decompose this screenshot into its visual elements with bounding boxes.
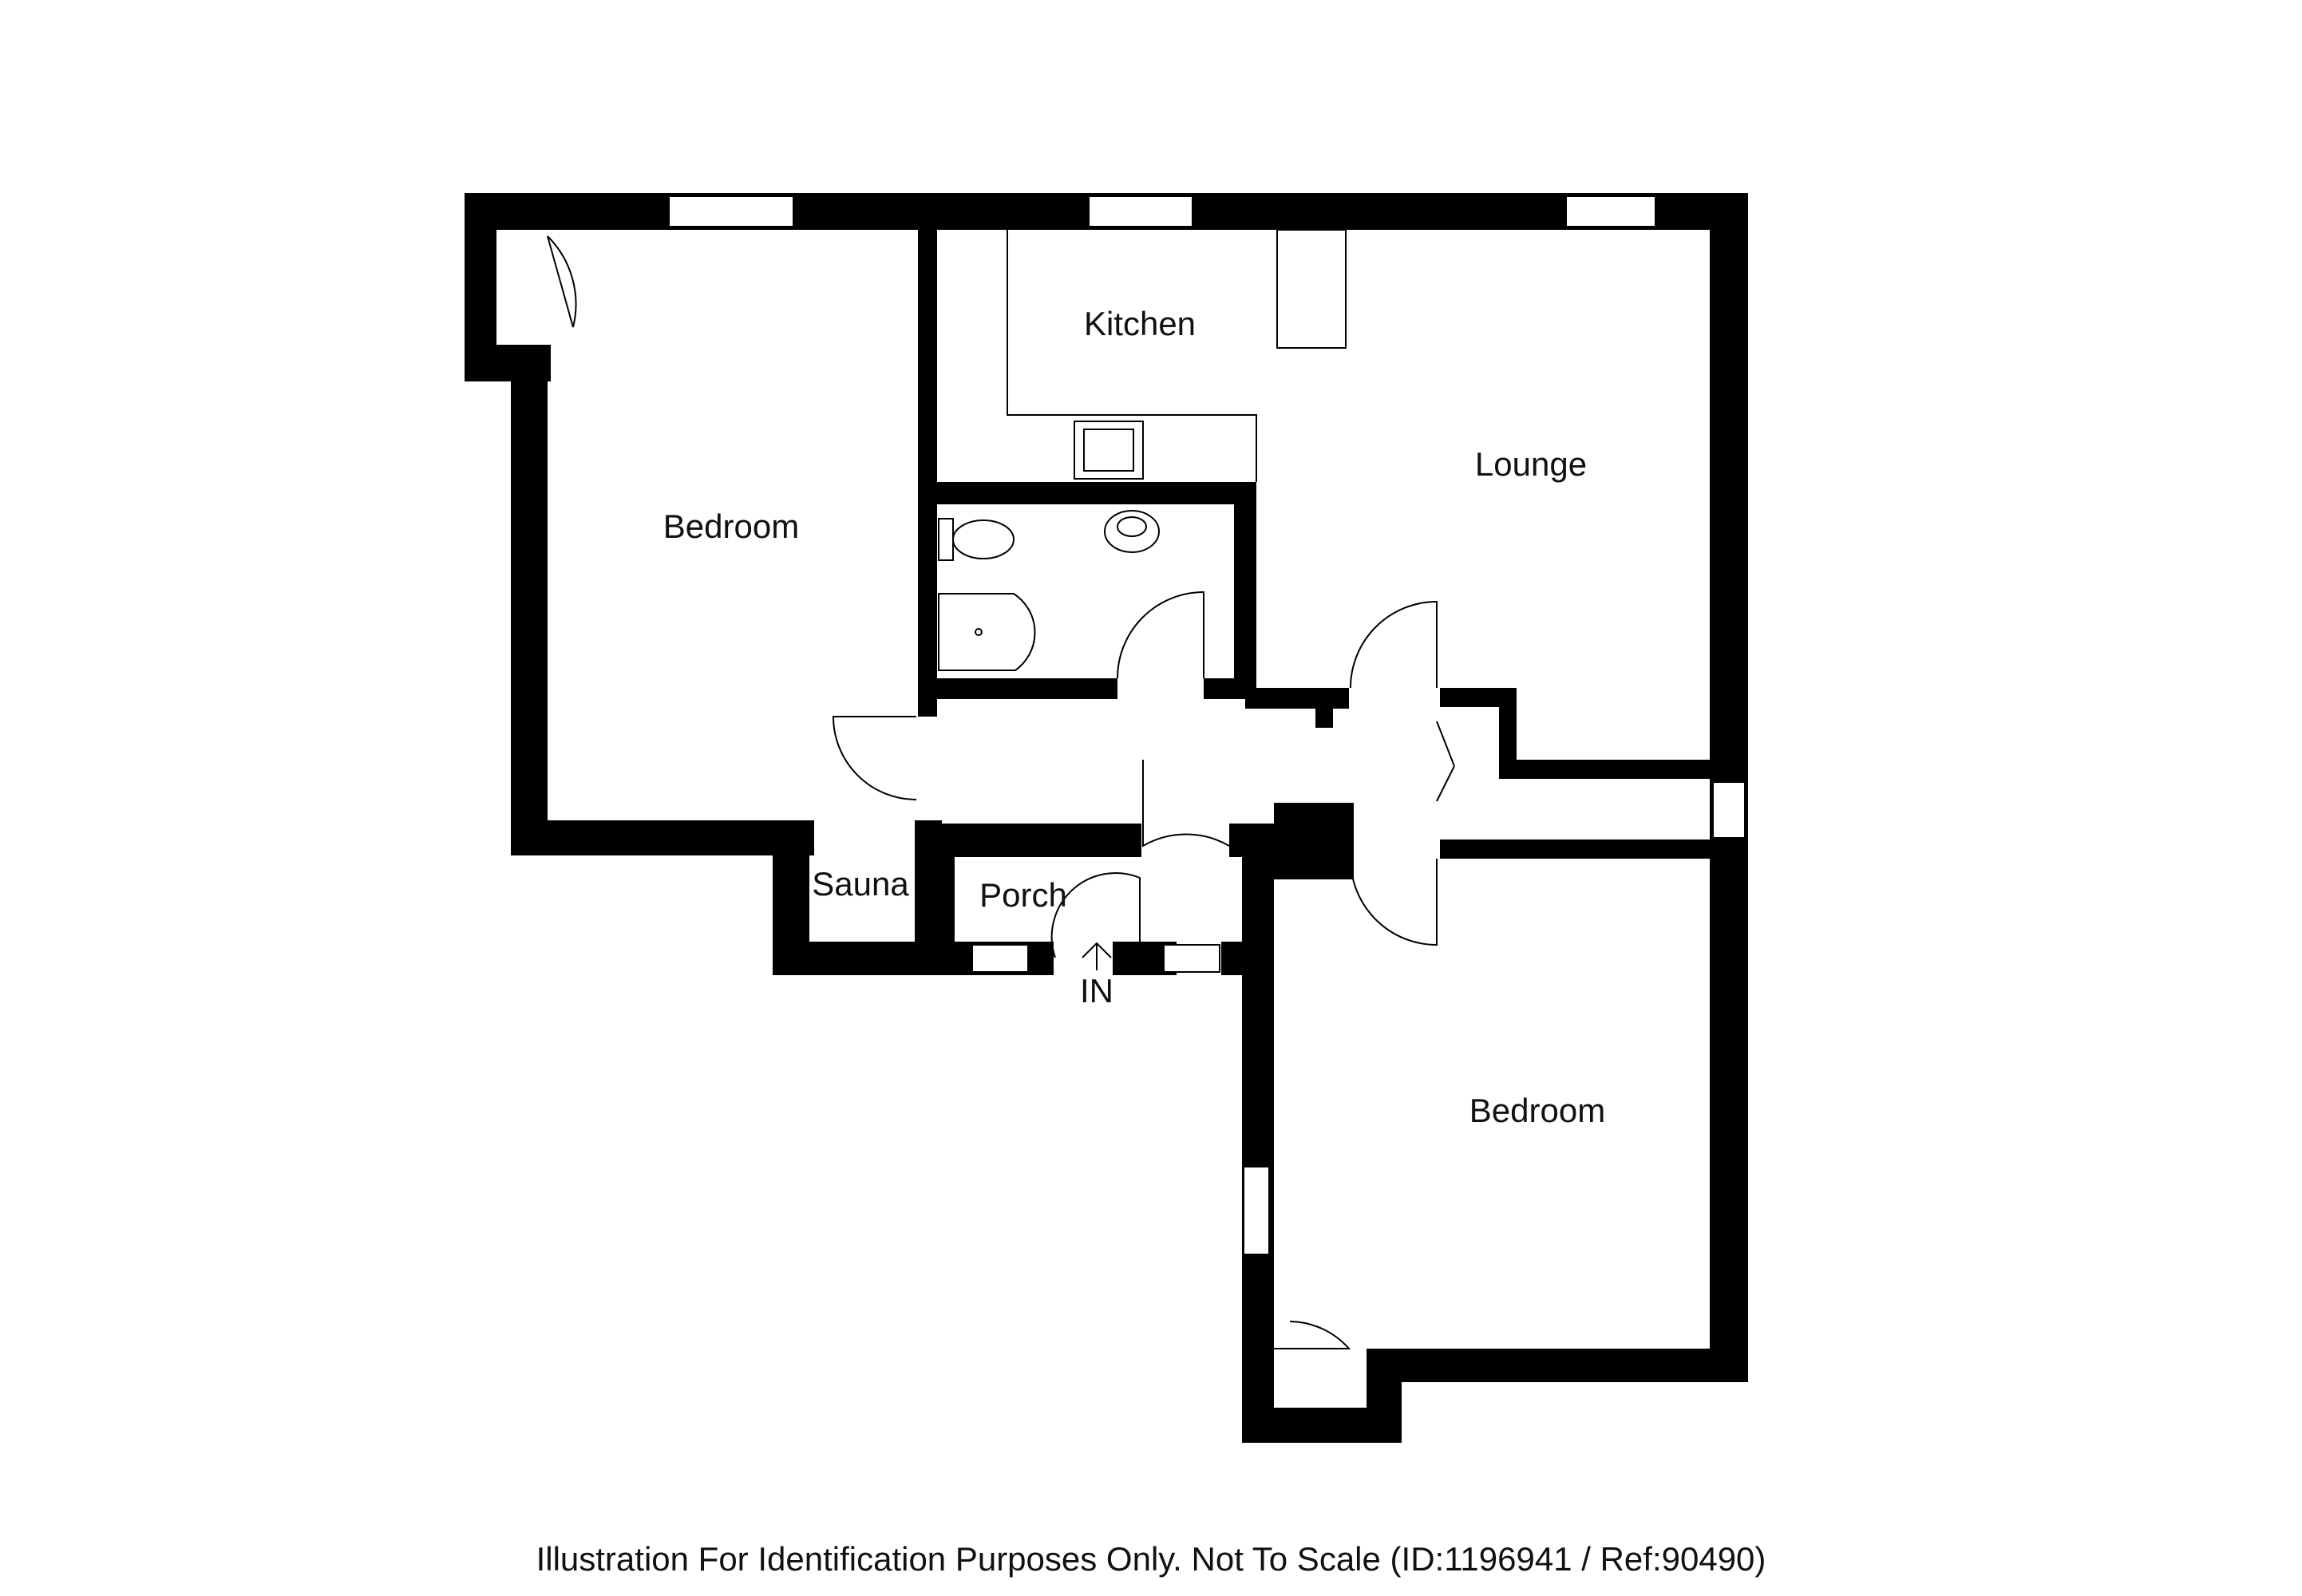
toilet-icon: [938, 518, 954, 561]
entrance-label: IN: [1080, 972, 1113, 1009]
sink-icon: [1074, 421, 1144, 480]
bathroom-fittings: [938, 510, 1160, 671]
room-label-bedroom-left: Bedroom: [663, 508, 799, 545]
room-label-bedroom-right: Bedroom: [1469, 1092, 1605, 1129]
washbasin-icon: [1104, 510, 1160, 553]
room-label-porch: Porch: [979, 876, 1067, 914]
caption: Illustration For Identification Purposes…: [536, 1540, 1766, 1578]
room-label-kitchen: Kitchen: [1084, 305, 1196, 342]
room-label-sauna: Sauna: [812, 865, 909, 903]
entrance-arrow: [1082, 942, 1112, 970]
shower-icon: [938, 593, 1036, 671]
doors: [547, 235, 1455, 1349]
kitchen-fittings: [1007, 229, 1347, 482]
windows: [668, 196, 1746, 1255]
walls: [465, 193, 1748, 1443]
room-label-lounge: Lounge: [1475, 445, 1587, 483]
